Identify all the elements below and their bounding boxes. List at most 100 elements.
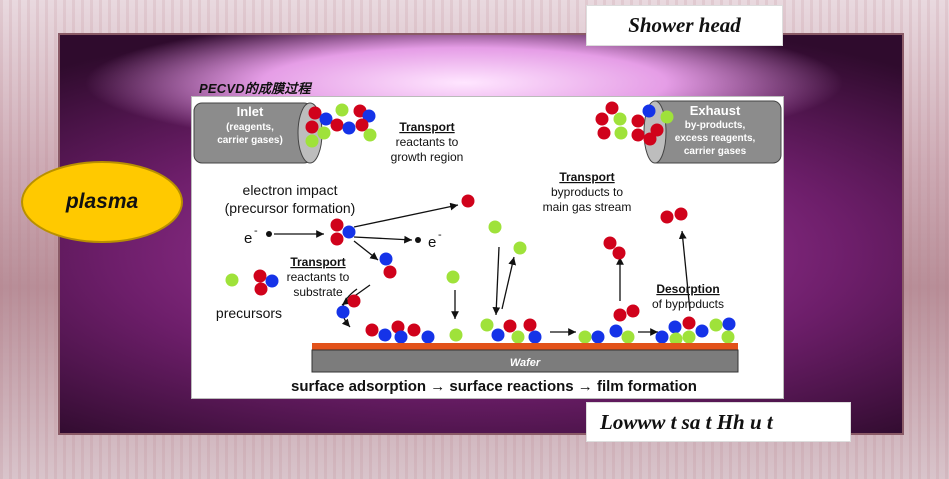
plasma-callout: plasma bbox=[21, 161, 183, 243]
particle bbox=[503, 319, 517, 333]
particle bbox=[511, 330, 525, 344]
electron-right-charge: - bbox=[438, 229, 442, 241]
particle bbox=[721, 330, 735, 344]
exhaust-sub3: carrier gases bbox=[684, 146, 747, 157]
particle bbox=[669, 332, 683, 346]
transport3-line1: reactants to bbox=[287, 270, 350, 284]
gas-phase-molecules bbox=[225, 194, 688, 322]
arrow-impact-up bbox=[353, 202, 459, 228]
inlet-tube: Inlet (reagents, carrier gases) bbox=[193, 102, 323, 164]
transport3-line2: substrate bbox=[293, 285, 343, 299]
inlet-molecules bbox=[305, 103, 377, 148]
particle bbox=[674, 207, 688, 221]
particle bbox=[609, 324, 623, 338]
particle bbox=[449, 328, 463, 342]
electron-impact-line2: (precursor formation) bbox=[225, 200, 356, 216]
particle bbox=[363, 128, 377, 142]
particle bbox=[330, 218, 344, 232]
particle bbox=[682, 330, 696, 344]
electron-impact-line1: electron impact bbox=[243, 182, 338, 198]
pecvd-diagram-panel: Inlet (reagents, carrier gases) Exhaust … bbox=[191, 96, 784, 399]
particle bbox=[668, 320, 682, 334]
particle bbox=[461, 194, 475, 208]
particle bbox=[305, 120, 319, 134]
particle bbox=[319, 112, 333, 126]
arrow-to-radical bbox=[353, 240, 379, 261]
particle bbox=[362, 109, 376, 123]
particle bbox=[365, 323, 379, 337]
particle bbox=[613, 112, 627, 126]
particle bbox=[591, 330, 605, 344]
arrow-desorb-2 bbox=[678, 230, 691, 312]
particle bbox=[378, 328, 392, 342]
particle bbox=[330, 232, 344, 246]
arrow-electron-out bbox=[353, 235, 413, 244]
arrow-green-bounce bbox=[501, 256, 517, 310]
inlet-sub1: (reagents, bbox=[226, 122, 274, 133]
particle bbox=[631, 114, 645, 128]
particle bbox=[631, 128, 645, 142]
particle bbox=[421, 330, 435, 344]
particle bbox=[650, 123, 664, 137]
pecvd-diagram: Inlet (reagents, carrier gases) Exhaust … bbox=[193, 100, 782, 395]
exhaust-tube: Exhaust by-products, excess reagents, ca… bbox=[643, 100, 782, 164]
particle bbox=[342, 225, 356, 239]
particle bbox=[722, 317, 736, 331]
transport2-line1: byproducts to bbox=[551, 185, 623, 199]
particle bbox=[335, 103, 349, 117]
particle bbox=[613, 308, 627, 322]
panel-title: PECVD的成膜过程 bbox=[199, 81, 311, 96]
transport3-title: Transport bbox=[290, 255, 345, 269]
particle bbox=[391, 320, 405, 334]
particle bbox=[660, 110, 674, 124]
shower-head-label: Shower head bbox=[586, 5, 783, 46]
exhaust-title: Exhaust bbox=[690, 103, 741, 118]
transport1-line1: reactants to bbox=[396, 135, 459, 149]
particle bbox=[612, 246, 626, 260]
particle bbox=[394, 330, 408, 344]
inlet-sub2: carrier gases) bbox=[217, 135, 283, 146]
desorption-line1: of byproducts bbox=[652, 297, 724, 311]
particle bbox=[488, 220, 502, 234]
particle bbox=[305, 134, 319, 148]
particle bbox=[523, 318, 537, 332]
particle bbox=[446, 270, 460, 284]
precursors-label: precursors bbox=[216, 305, 282, 321]
particle bbox=[347, 294, 361, 308]
particle bbox=[513, 241, 527, 255]
particle bbox=[709, 318, 723, 332]
particle bbox=[254, 282, 268, 296]
particle bbox=[655, 330, 669, 344]
particle bbox=[605, 101, 619, 115]
particle bbox=[265, 274, 279, 288]
electron-left-dot bbox=[266, 231, 272, 237]
electron-left-label: e bbox=[244, 230, 252, 247]
electron-right-dot bbox=[415, 237, 421, 243]
electron-left-charge: - bbox=[254, 225, 258, 237]
exhaust-sub1: by-products, bbox=[685, 120, 746, 131]
particle bbox=[253, 269, 267, 283]
transport2-line2: main gas stream bbox=[543, 200, 632, 214]
electron-right-label: e bbox=[428, 234, 436, 251]
particle bbox=[225, 273, 239, 287]
particle bbox=[614, 126, 628, 140]
particle bbox=[407, 323, 421, 337]
arrow-green-down-2 bbox=[492, 246, 501, 316]
particle bbox=[597, 126, 611, 140]
particle bbox=[308, 106, 322, 120]
particle bbox=[603, 236, 617, 250]
lower-electrode-label: Lowww t sa t Hh u t bbox=[586, 402, 851, 442]
particle bbox=[660, 210, 674, 224]
particle bbox=[379, 252, 393, 266]
wafer: Wafer bbox=[311, 343, 739, 373]
particle bbox=[491, 328, 505, 342]
transport2-title: Transport bbox=[559, 170, 614, 184]
particle bbox=[695, 324, 709, 338]
particle bbox=[595, 112, 609, 126]
exhaust-sub2: excess reagents, bbox=[675, 133, 756, 144]
inlet-title: Inlet bbox=[237, 104, 264, 119]
particle bbox=[383, 265, 397, 279]
transport1-title: Transport bbox=[399, 120, 454, 134]
particle bbox=[682, 316, 696, 330]
particle bbox=[355, 118, 369, 132]
